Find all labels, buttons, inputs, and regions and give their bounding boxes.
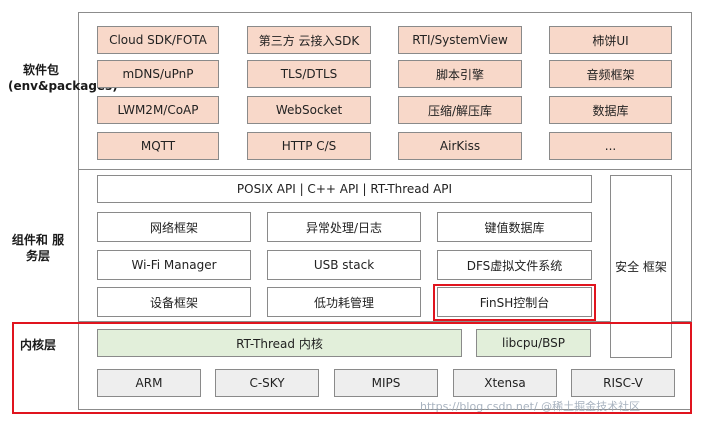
package-box: 柿饼UI	[549, 26, 672, 54]
component-box: 低功耗管理	[267, 287, 421, 317]
package-box: 数据库	[549, 96, 672, 124]
component-box: 异常处理/日志	[267, 212, 421, 242]
kernel-core-box: RT-Thread 内核	[97, 329, 462, 357]
kernel-highlight-outline	[12, 322, 692, 414]
component-box: USB stack	[267, 250, 421, 280]
security-framework-box: 安全 框架	[610, 175, 672, 358]
package-box: ...	[549, 132, 672, 160]
watermark-text: https://blog.csdn.net/ @稀土掘金技术社区	[420, 400, 641, 413]
libcpu-bsp-box: libcpu/BSP	[476, 329, 591, 357]
component-box: 网络框架	[97, 212, 251, 242]
component-box-finsh: FinSH控制台	[437, 287, 592, 317]
arch-box: RISC-V	[571, 369, 675, 397]
arch-box: C-SKY	[215, 369, 319, 397]
package-box: AirKiss	[398, 132, 522, 160]
api-bar: POSIX API | C++ API | RT-Thread API	[97, 175, 592, 203]
finsh-highlight-outline	[433, 284, 596, 321]
component-box: DFS虚拟文件系统	[437, 250, 592, 280]
package-box: LWM2M/CoAP	[97, 96, 219, 124]
package-box: Cloud SDK/FOTA	[97, 26, 219, 54]
component-box: Wi-Fi Manager	[97, 250, 251, 280]
package-box: 脚本引擎	[398, 60, 522, 88]
package-box: 第三方 云接入SDK	[247, 26, 371, 54]
arch-box: MIPS	[334, 369, 438, 397]
arch-box: ARM	[97, 369, 201, 397]
divider-kernel	[78, 321, 692, 322]
package-box: 音频框架	[549, 60, 672, 88]
package-box: MQTT	[97, 132, 219, 160]
layer-label-components: 组件和 服务层	[11, 233, 65, 263]
layer-label-kernel: 内核层	[19, 338, 56, 352]
package-box: mDNS/uPnP	[97, 60, 219, 88]
package-box: 压缩/解压库	[398, 96, 522, 124]
divider-packages	[78, 169, 692, 170]
package-box: HTTP C/S	[247, 132, 371, 160]
arch-box: Xtensa	[453, 369, 557, 397]
component-box: 设备框架	[97, 287, 251, 317]
package-box: TLS/DTLS	[247, 60, 371, 88]
layer-label-packages: 软件包 (env&packages)	[8, 63, 118, 93]
package-box: WebSocket	[247, 96, 371, 124]
package-box: RTI/SystemView	[398, 26, 522, 54]
component-box: 键值数据库	[437, 212, 592, 242]
